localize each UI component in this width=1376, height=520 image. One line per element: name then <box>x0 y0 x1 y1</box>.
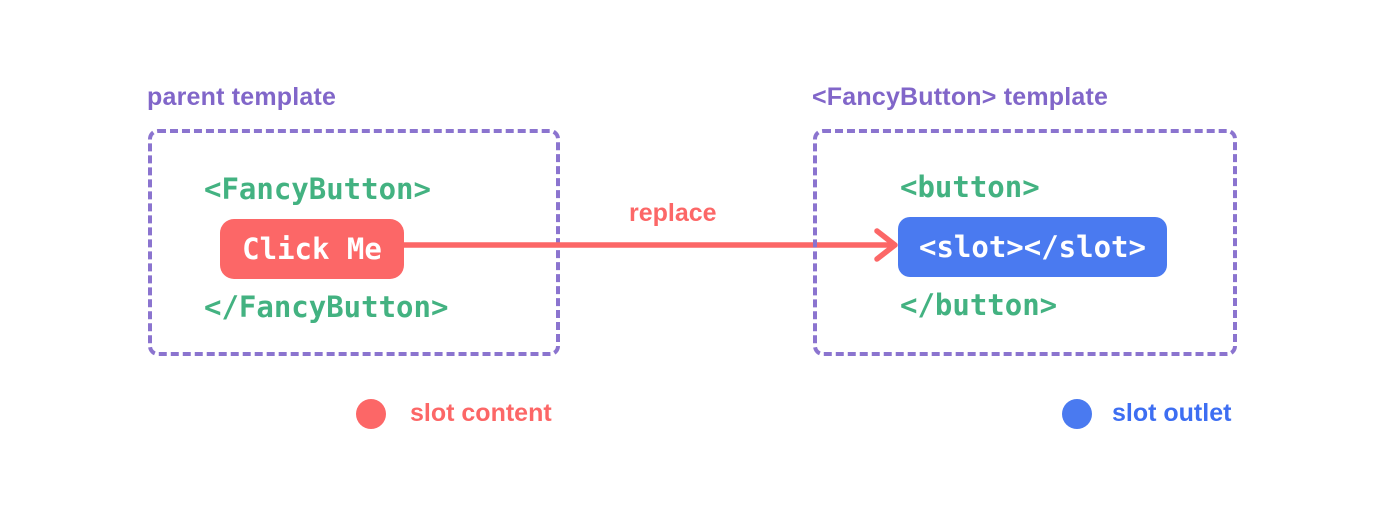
fancybutton-open-tag-code: <FancyButton> <box>204 172 431 206</box>
slot-outlet-legend-label: slot outlet <box>1112 399 1232 427</box>
fancybutton-template-box <box>813 129 1237 356</box>
click-me-button: Click Me <box>220 219 404 279</box>
slot-content-legend-label: slot content <box>410 399 552 427</box>
button-open-tag-code: <button> <box>900 170 1040 204</box>
replace-arrow-icon <box>401 228 898 262</box>
fancybutton-close-tag-code: </FancyButton> <box>204 290 449 324</box>
click-me-label: Click Me <box>242 232 382 266</box>
button-close-tag-code: </button> <box>900 288 1058 322</box>
slot-tag-label: <slot></slot> <box>919 230 1146 264</box>
parent-template-title: parent template <box>147 83 337 111</box>
fancybutton-template-title: <FancyButton> template <box>812 83 1109 111</box>
replace-label: replace <box>629 199 717 227</box>
slot-outlet-box: <slot></slot> <box>898 217 1167 277</box>
slot-outlet-dot-icon <box>1062 399 1092 429</box>
slot-content-dot-icon <box>356 399 386 429</box>
